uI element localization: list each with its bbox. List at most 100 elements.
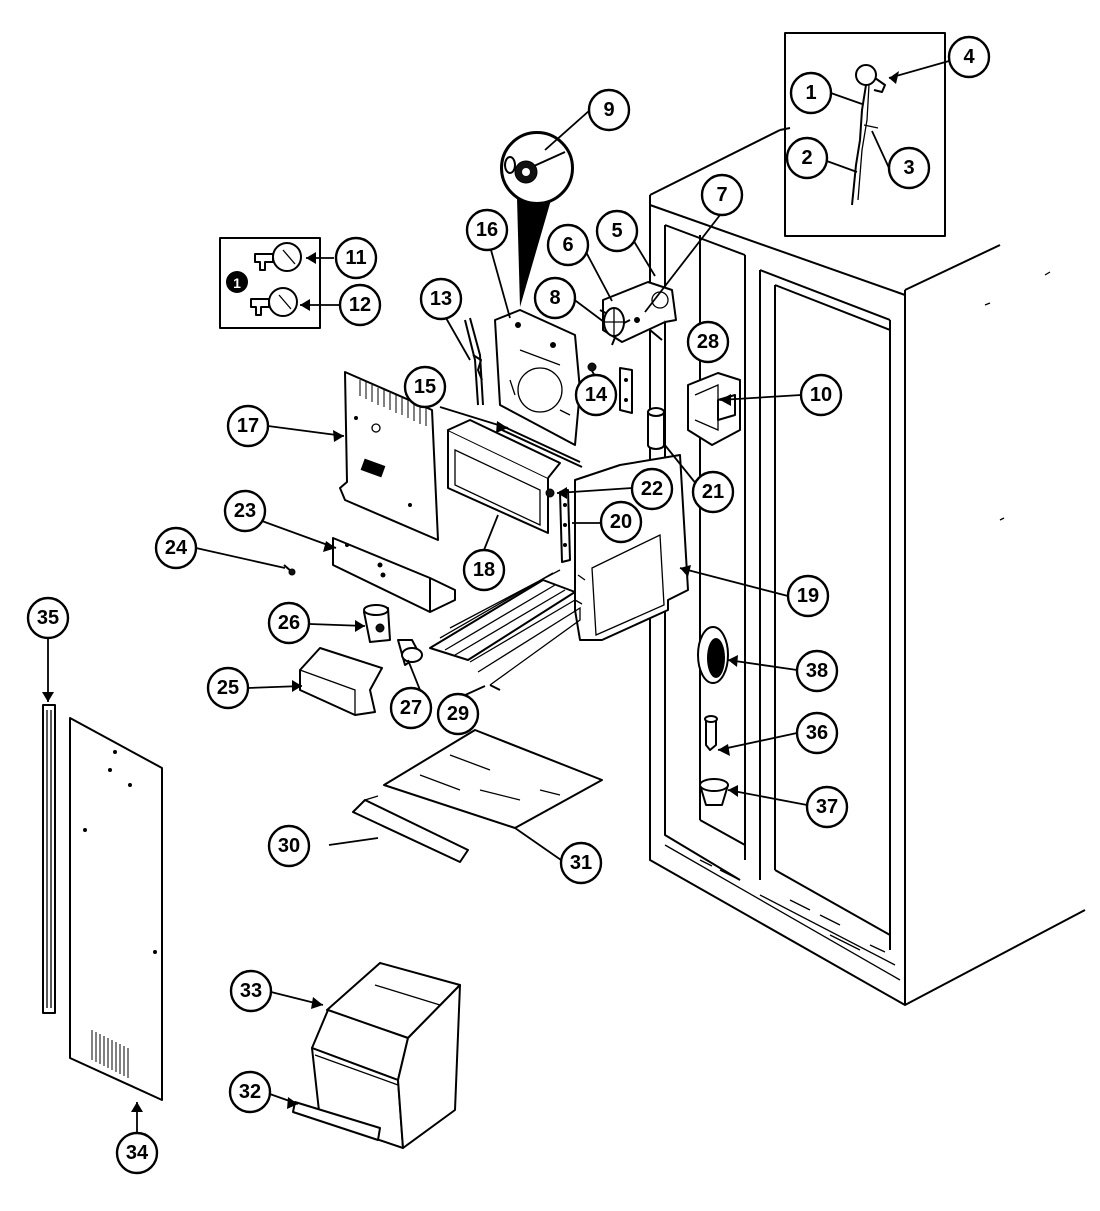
callout-21: 21 [691,470,735,514]
svg-text:20: 20 [610,511,632,533]
svg-text:8: 8 [549,287,560,309]
fan-motor-assembly [599,281,677,346]
svg-text:7: 7 [716,184,727,206]
callout-27: 27 [389,686,433,730]
part-24-screw [283,564,296,576]
svg-text:6: 6 [562,234,573,256]
cabinet-drawing [649,127,1086,1006]
part-28-bracket [619,367,633,414]
callout-8: 8 [533,276,577,320]
svg-text:14: 14 [585,384,608,406]
svg-text:24: 24 [165,537,188,559]
callout-35: 35 [26,596,70,640]
callout-5: 5 [595,209,639,253]
svg-text:36: 36 [806,722,828,744]
part-21-cylinder [647,407,665,450]
callout-38: 38 [795,649,839,693]
svg-text:11: 11 [345,247,366,269]
callout-22: 22 [630,467,674,511]
svg-text:38: 38 [806,660,828,682]
part-30-trim [352,795,469,863]
key-legend-badge: 1 [233,275,241,291]
part-31-glass-shelf [383,729,603,829]
svg-text:10: 10 [810,384,832,406]
part-9-detail [500,131,574,307]
svg-text:34: 34 [126,1142,149,1164]
svg-text:22: 22 [641,478,663,500]
svg-text:4: 4 [963,46,975,68]
callout-17: 17 [226,404,270,448]
callout-7: 7 [700,173,744,217]
water-valve-inset [784,32,946,237]
svg-text:18: 18 [473,559,495,581]
part-13-wire [464,317,484,406]
svg-text:12: 12 [349,294,371,316]
svg-text:37: 37 [816,796,838,818]
callout-19: 19 [786,574,830,618]
callout-20: 20 [599,500,643,544]
svg-text:5: 5 [611,220,622,242]
callout-29: 29 [436,692,480,736]
svg-text:28: 28 [697,331,719,353]
svg-text:35: 35 [37,607,59,629]
part-38-light [697,626,729,684]
part-23-channel [332,537,456,613]
callout-26: 26 [267,601,311,645]
key-icon [250,287,298,317]
callout-28: 28 [686,320,730,364]
svg-text:1: 1 [805,82,816,104]
svg-text:17: 17 [237,415,259,437]
svg-text:23: 23 [234,500,256,522]
svg-text:15: 15 [414,376,436,398]
callout-9: 9 [587,88,631,132]
part-17-cover [339,371,439,541]
part-14-screw [587,362,597,372]
part-20-22-hinge [545,488,571,563]
callout-14: 14 [574,373,618,417]
callout-36: 36 [795,711,839,755]
callout-16: 16 [465,208,509,252]
leader-arrowheads [42,71,899,1112]
svg-text:9: 9 [603,99,614,121]
callout-25: 25 [206,666,250,710]
part-15-rod [499,424,583,468]
key-icon [254,242,302,272]
callout-3: 3 [887,146,931,190]
callout-24: 24 [154,526,198,570]
svg-text:29: 29 [447,703,469,725]
key-legend-box: 1 [219,237,321,329]
svg-text:30: 30 [278,835,300,857]
callout-6: 6 [546,223,590,267]
part-34-panel [69,717,163,1101]
callout-30: 30 [267,824,311,868]
leader-lines [47,60,950,1133]
svg-text:26: 26 [278,612,300,634]
svg-text:13: 13 [430,288,452,310]
callout-13: 13 [419,277,463,321]
part-27-bulb [397,639,423,666]
svg-text:2: 2 [801,147,812,169]
callout-18: 18 [462,548,506,592]
svg-text:21: 21 [702,481,724,503]
svg-text:25: 25 [217,677,239,699]
callout-4: 4 [947,35,991,79]
part-35-strip [42,704,56,1014]
svg-text:3: 3 [903,157,914,179]
svg-text:33: 33 [240,980,262,1002]
part-36-bulb [704,715,718,751]
callout-2: 2 [785,136,829,180]
svg-text:32: 32 [239,1081,261,1103]
callout-15: 15 [403,365,447,409]
callout-10: 10 [799,373,843,417]
svg-text:19: 19 [797,585,819,607]
svg-text:16: 16 [476,219,498,241]
part-10-bracket [687,372,741,446]
svg-text:31: 31 [570,852,592,874]
callout-34: 34 [115,1131,159,1175]
part-16-bracket [494,309,581,446]
part-26-valve [363,604,391,643]
callout-12: 12 [338,283,382,327]
part-32-strip [292,1101,381,1141]
part-25-cover [299,647,383,716]
